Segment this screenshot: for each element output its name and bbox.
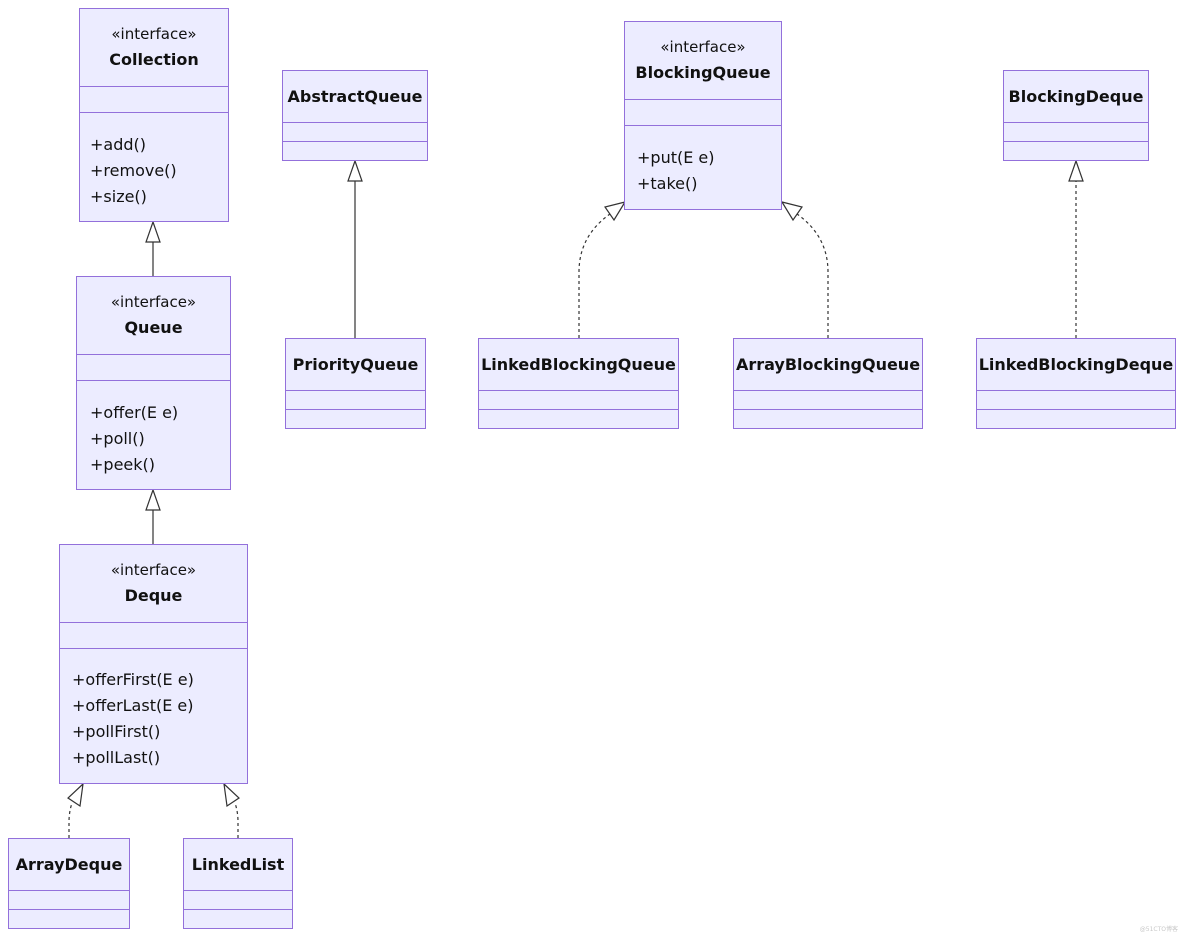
class-name: Deque [124, 586, 183, 605]
stereotype-label: «interface» [110, 561, 197, 579]
arrowhead-blockingdeque [1068, 159, 1084, 182]
section-divider [77, 380, 230, 381]
section-divider [283, 122, 427, 123]
class-name: Collection [109, 50, 199, 69]
class-header: «interface» Deque [60, 545, 247, 623]
arrowhead-abstractqueue [347, 159, 363, 182]
class-name: PriorityQueue [292, 355, 419, 374]
class-name: BlockingQueue [635, 63, 771, 82]
section-divider [80, 112, 228, 113]
section-divider [286, 409, 425, 410]
method-list: +offerFirst(E e) +offerLast(E e) +pollFi… [72, 667, 194, 771]
section-divider [283, 141, 427, 142]
section-divider [9, 909, 129, 910]
edge-linkedlist-deque [234, 802, 239, 838]
method-list: +add() +remove() +size() [90, 132, 177, 210]
class-linkedblockingqueue[interactable]: LinkedBlockingQueue [478, 338, 679, 429]
method: +take() [637, 174, 698, 193]
class-header: «interface» Queue [77, 277, 230, 355]
class-linkedlist[interactable]: LinkedList [183, 838, 293, 929]
method: +pollFirst() [72, 722, 161, 741]
class-blockingdeque[interactable]: BlockingDeque [1003, 70, 1149, 161]
arrowhead-deque-left [67, 782, 84, 808]
method: +offer(E e) [90, 403, 179, 422]
class-deque[interactable]: «interface» Deque +offerFirst(E e) +offe… [59, 544, 248, 784]
class-name: BlockingDeque [1008, 87, 1144, 106]
class-header: «interface» BlockingQueue [625, 22, 781, 100]
section-divider [479, 409, 678, 410]
section-divider [9, 890, 129, 891]
section-divider [977, 409, 1175, 410]
class-name: Queue [124, 318, 183, 337]
method: +poll() [90, 429, 145, 448]
section-divider [184, 909, 292, 910]
method: +size() [90, 187, 147, 206]
edge-arraydeque-deque [68, 802, 73, 838]
class-name: LinkedBlockingQueue [481, 355, 676, 374]
class-priorityqueue[interactable]: PriorityQueue [285, 338, 426, 429]
method: +remove() [90, 161, 177, 180]
section-divider [734, 390, 922, 391]
section-divider [734, 409, 922, 410]
section-divider [1004, 141, 1148, 142]
section-divider [977, 390, 1175, 391]
method: +peek() [90, 455, 155, 474]
class-abstractqueue[interactable]: AbstractQueue [282, 70, 428, 161]
stereotype-label: «interface» [110, 293, 197, 311]
section-divider [625, 125, 781, 126]
stereotype-label: «interface» [111, 25, 197, 43]
class-name: ArrayBlockingQueue [735, 355, 921, 374]
class-name: LinkedList [191, 855, 285, 874]
edge-arrayblockingqueue-blockingqueue [796, 213, 829, 338]
arrowhead-collection [145, 220, 161, 243]
method: +put(E e) [637, 148, 715, 167]
class-name: AbstractQueue [287, 87, 423, 106]
method: +add() [90, 135, 147, 154]
arrowhead-blockingqueue-right [780, 201, 803, 222]
watermark: @51CTO博客 [1139, 926, 1178, 933]
class-name: ArrayDeque [15, 855, 123, 874]
stereotype-label: «interface» [660, 38, 746, 56]
class-blockingqueue[interactable]: «interface» BlockingQueue +put(E e) +tak… [624, 21, 782, 210]
section-divider [60, 648, 247, 649]
class-arraydeque[interactable]: ArrayDeque [8, 838, 130, 929]
section-divider [286, 390, 425, 391]
class-header: «interface» Collection [80, 9, 228, 87]
section-divider [479, 390, 678, 391]
class-collection[interactable]: «interface» Collection +add() +remove() … [79, 8, 229, 222]
class-linkedblockingdeque[interactable]: LinkedBlockingDeque [976, 338, 1176, 429]
method-list: +offer(E e) +poll() +peek() [90, 400, 178, 478]
method: +offerFirst(E e) [72, 670, 194, 689]
section-divider [184, 890, 292, 891]
edge-linkedblockingqueue-blockingqueue [578, 213, 611, 338]
method: +pollLast() [72, 748, 161, 767]
class-name: LinkedBlockingDeque [978, 355, 1174, 374]
class-queue[interactable]: «interface» Queue +offer(E e) +poll() +p… [76, 276, 231, 490]
arrowhead-blockingqueue-left [604, 201, 627, 222]
arrowhead-queue [145, 488, 161, 511]
class-arrayblockingqueue[interactable]: ArrayBlockingQueue [733, 338, 923, 429]
arrowhead-deque-right [223, 782, 240, 808]
section-divider [1004, 122, 1148, 123]
method: +offerLast(E e) [72, 696, 194, 715]
method-list: +put(E e) +take() [637, 145, 715, 197]
